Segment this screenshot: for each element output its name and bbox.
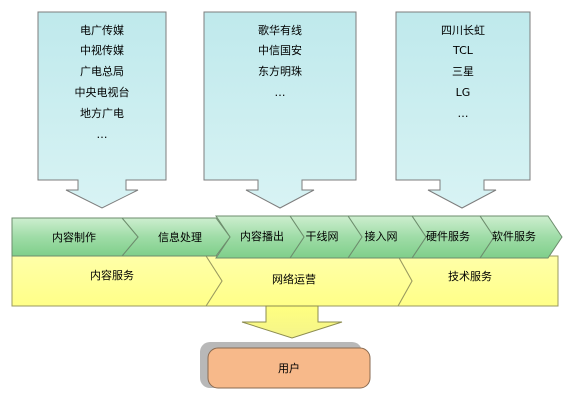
provider-2-item-2: 中信国安: [258, 43, 302, 57]
chain-step-4-label: 干线网: [306, 229, 339, 243]
provider-1-item-6: …: [97, 128, 108, 141]
provider-box-1-shape: [37, 11, 167, 209]
provider-1-item-1: 电广传媒: [80, 24, 124, 37]
provider-1-item-5: 地方广电: [80, 106, 124, 120]
provider-3-item-5: …: [458, 107, 469, 120]
provider-box-3: 四川长虹 TCL 三星 LG …: [395, 11, 531, 209]
service-label-content: 内容服务: [90, 268, 134, 282]
service-layer-row: 内容服务 网络运营 技术服务: [11, 255, 559, 307]
provider-1-item-4: 中央电视台: [75, 85, 130, 99]
provider-3-item-2: TCL: [452, 44, 474, 57]
provider-box-2-shape: [203, 11, 357, 209]
down-arrow-to-user: [241, 305, 343, 339]
chain-step-1-label: 内容制作: [52, 230, 96, 244]
chain-step-1-shape: [11, 217, 139, 257]
provider-3-item-4: LG: [456, 86, 471, 99]
provider-box-2: 歌华有线 中信国安 东方明珠 …: [203, 11, 357, 209]
provider-3-item-1: 四川长虹: [441, 24, 485, 37]
user-box-shape: [207, 347, 371, 389]
provider-box-3-shape: [395, 11, 531, 209]
provider-1-item-2: 中视传媒: [80, 43, 124, 57]
provider-3-item-3: 三星: [452, 65, 474, 78]
provider-1-item-3: 广电总局: [80, 64, 124, 78]
chain-step-3-label: 内容播出: [240, 229, 284, 243]
value-chain-row: 内容制作 信息处理 内容播出 干线网 接入网 硬件服务 软件服务: [11, 215, 563, 259]
user-box: 用户: [200, 342, 371, 389]
chain-step-6-label: 硬件服务: [426, 230, 470, 243]
chain-step-2-label: 信息处理: [158, 230, 202, 244]
provider-2-item-4: …: [275, 86, 286, 99]
service-label-network: 网络运营: [272, 272, 316, 286]
provider-box-1: 电广传媒 中视传媒 广电总局 中央电视台 地方广电 …: [37, 11, 167, 209]
provider-2-item-3: 东方明珠: [258, 64, 302, 78]
user-label: 用户: [278, 361, 300, 375]
chain-step-7-label: 软件服务: [492, 229, 536, 243]
provider-2-item-1: 歌华有线: [258, 23, 302, 37]
chain-step-5-label: 接入网: [365, 230, 398, 243]
service-label-tech: 技术服务: [448, 270, 492, 283]
